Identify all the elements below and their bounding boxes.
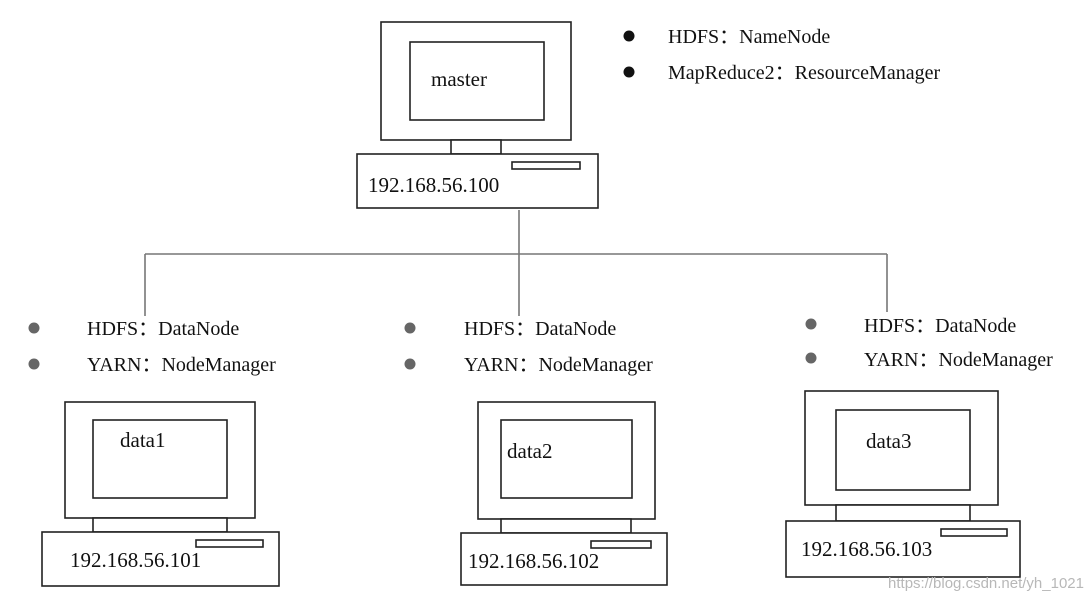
data2-screen (500, 419, 633, 499)
bullet-icon (805, 352, 817, 364)
network-connectors (144, 210, 888, 316)
data3-screen (835, 409, 971, 491)
data1-base (41, 531, 280, 587)
data2-ip: 192.168.56.102 (468, 549, 599, 573)
data1-drive-slot (195, 539, 264, 548)
data2-stand (500, 518, 632, 534)
master-services: HDFS：NameNode MapReduce2：ResourceManager (623, 26, 940, 84)
data3-ip: 192.168.56.103 (801, 537, 932, 561)
data3-service-2: YARN：NodeManager (864, 349, 1053, 371)
master-ip: 192.168.56.100 (368, 173, 499, 197)
data1-stand (92, 517, 228, 533)
master-service-2: MapReduce2：ResourceManager (668, 62, 940, 84)
data1-service-1: HDFS：DataNode (87, 318, 239, 340)
bullet-icon (404, 322, 416, 334)
data1-computer: data1 192.168.56.101 (41, 401, 280, 587)
data3-service-1: HDFS：DataNode (864, 315, 1016, 337)
data2-service-2: YARN：NodeManager (464, 354, 653, 376)
bullet-icon (805, 318, 817, 330)
data3-computer: data3 192.168.56.103 (785, 390, 1021, 578)
watermark-text: https://blog.csdn.net/yh_1021 (888, 575, 1084, 592)
master-drive-slot (511, 161, 581, 170)
bullet-icon (623, 30, 635, 42)
master-name: master (431, 67, 487, 91)
data2-drive-slot (590, 540, 652, 549)
bullet-icon (623, 66, 635, 78)
master-computer: master 192.168.56.100 (356, 21, 599, 209)
data3-services: HDFS：DataNode YARN：NodeManager (805, 315, 1053, 371)
master-stand (450, 139, 502, 155)
bullet-icon (28, 322, 40, 334)
bullet-icon (28, 358, 40, 370)
master-service-1: HDFS：NameNode (668, 26, 830, 48)
data3-name: data3 (866, 429, 911, 453)
data1-name: data1 (120, 428, 165, 452)
bullet-icon (404, 358, 416, 370)
data1-service-2: YARN：NodeManager (87, 354, 276, 376)
data1-screen (92, 419, 228, 499)
data2-service-1: HDFS：DataNode (464, 318, 616, 340)
data2-computer: data2 192.168.56.102 (460, 401, 668, 586)
data2-services: HDFS：DataNode YARN：NodeManager (404, 318, 653, 376)
data3-drive-slot (940, 528, 1008, 537)
data2-name: data2 (507, 439, 552, 463)
master-screen (409, 41, 545, 121)
data3-stand (835, 504, 971, 522)
data1-ip: 192.168.56.101 (70, 548, 201, 572)
data1-services: HDFS：DataNode YARN：NodeManager (28, 318, 276, 376)
